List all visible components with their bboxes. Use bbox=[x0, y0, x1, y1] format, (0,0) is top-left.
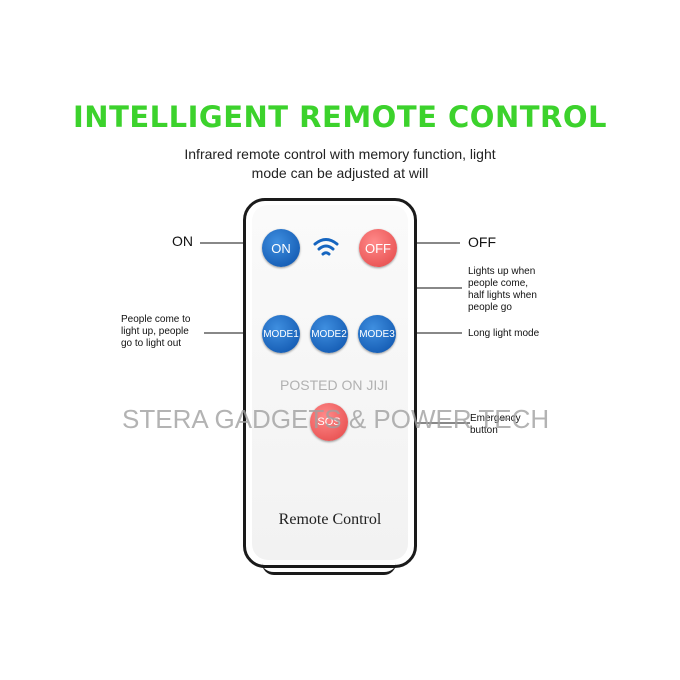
subtitle-line-2: mode can be adjusted at will bbox=[251, 165, 429, 181]
mode1-annotation-line-2: light up, people bbox=[121, 326, 189, 337]
mode2-annotation-line-1: Lights up when bbox=[468, 266, 536, 277]
mode1-annotation: People come to light up, people go to li… bbox=[121, 314, 191, 350]
remote-base bbox=[262, 563, 396, 575]
wifi-icon bbox=[313, 238, 339, 256]
mode2-annotation: Lights up when people come, half lights … bbox=[468, 266, 537, 314]
off-annotation: OFF bbox=[468, 234, 496, 250]
mode2-annotation-line-3: half lights when bbox=[468, 290, 537, 301]
on-button[interactable]: ON bbox=[262, 229, 300, 267]
off-button[interactable]: OFF bbox=[359, 229, 397, 267]
mode2-annotation-line-2: people come, bbox=[468, 278, 529, 289]
watermark-store: STERA GADGETS & POWER TECH bbox=[122, 404, 550, 434]
mode2-annotation-line-4: people go bbox=[468, 302, 512, 313]
mode1-button[interactable]: MODE1 bbox=[262, 315, 300, 353]
sos-annotation-line-2: button bbox=[470, 425, 498, 436]
on-annotation: ON bbox=[172, 233, 193, 249]
sos-annotation-line-1: Emergency bbox=[470, 413, 521, 424]
mode1-annotation-line-3: go to light out bbox=[121, 338, 182, 349]
mode1-annotation-line-1: People come to bbox=[121, 314, 191, 325]
remote-label: Remote Control bbox=[278, 511, 382, 528]
mode3-button[interactable]: MODE3 bbox=[358, 315, 396, 353]
mode3-annotation: Long light mode bbox=[468, 328, 540, 339]
mode2-button[interactable]: MODE2 bbox=[310, 315, 348, 353]
sos-button[interactable]: SOS bbox=[310, 403, 348, 441]
page-title: INTELLIGENT REMOTE CONTROL bbox=[73, 100, 607, 134]
watermark-posted: POSTED ON JIJI bbox=[280, 377, 389, 393]
subtitle-line-1: Infrared remote control with memory func… bbox=[184, 146, 496, 162]
page-subtitle: Infrared remote control with memory func… bbox=[140, 145, 540, 183]
sos-annotation: Emergency button bbox=[470, 413, 521, 437]
